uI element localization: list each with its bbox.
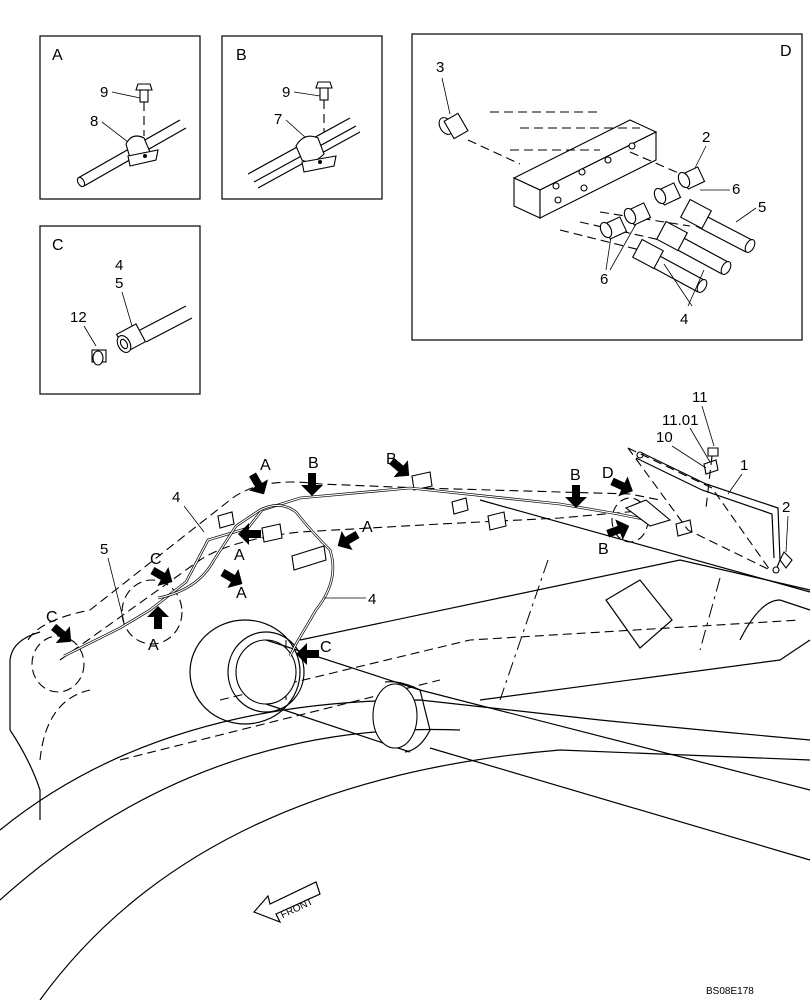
- view-label-d: D: [602, 465, 614, 482]
- view-label-b-2: B: [386, 451, 397, 468]
- callout-11-01: 11.01: [662, 412, 698, 429]
- main-callouts: 11 11.01 10 1 2 4 5 4: [100, 389, 790, 623]
- detail-panel-c: C 4 5 12: [39, 225, 201, 395]
- view-label-b-3: B: [570, 467, 581, 484]
- detail-panel-b: B 9 7: [221, 35, 383, 200]
- detail-panel-a: A 9 8: [39, 35, 201, 200]
- view-label-a-3: A: [234, 547, 245, 564]
- view-label-a-1: A: [260, 457, 271, 474]
- panel-d-label-2: 2: [702, 129, 710, 146]
- panel-c-label-12: 12: [70, 309, 87, 326]
- view-label-b-1: B: [308, 455, 319, 472]
- panel-d-label-5: 5: [758, 199, 766, 216]
- detail-panel-d: D 3 2 6 5 6 4: [411, 33, 803, 341]
- view-label-a-5: A: [148, 637, 159, 654]
- panel-d-label-6-lower: 6: [600, 271, 608, 288]
- view-label-c-1: C: [150, 551, 162, 568]
- panel-d-letter: D: [780, 43, 792, 60]
- view-label-a-2: A: [362, 519, 373, 536]
- panel-b-letter: B: [236, 47, 247, 64]
- view-label-c-3: C: [320, 639, 332, 656]
- front-direction-arrow: FRONT: [252, 881, 321, 924]
- view-label-a-4: A: [236, 585, 247, 602]
- drawing-code: BS08E178: [706, 986, 754, 997]
- panel-c-letter: C: [52, 237, 64, 254]
- view-indicators: A B B B D B C A A A C A C A: [46, 451, 638, 665]
- callout-4-lower: 4: [368, 591, 376, 608]
- panel-a-label-9: 9: [100, 84, 108, 101]
- panel-b-label-7: 7: [274, 111, 282, 128]
- panel-d-label-6-upper: 6: [732, 181, 740, 198]
- hose-routing: [63, 447, 793, 658]
- boom-assembly: [0, 471, 811, 1000]
- callout-10: 10: [656, 429, 673, 446]
- callout-1: 1: [740, 457, 748, 474]
- callout-4-upper: 4: [172, 489, 180, 506]
- panel-c-label-4: 4: [115, 257, 123, 274]
- panel-b-label-9: 9: [282, 84, 290, 101]
- callout-11: 11: [692, 389, 708, 406]
- callout-5: 5: [100, 541, 108, 558]
- view-label-b-4: B: [598, 541, 609, 558]
- panel-a-letter: A: [52, 47, 63, 64]
- panel-c-label-5: 5: [115, 275, 123, 292]
- callout-2: 2: [782, 499, 790, 516]
- view-label-c-2: C: [46, 609, 58, 626]
- panel-d-label-3: 3: [436, 59, 444, 76]
- panel-d-label-4: 4: [680, 311, 688, 328]
- panel-a-label-8: 8: [90, 113, 98, 130]
